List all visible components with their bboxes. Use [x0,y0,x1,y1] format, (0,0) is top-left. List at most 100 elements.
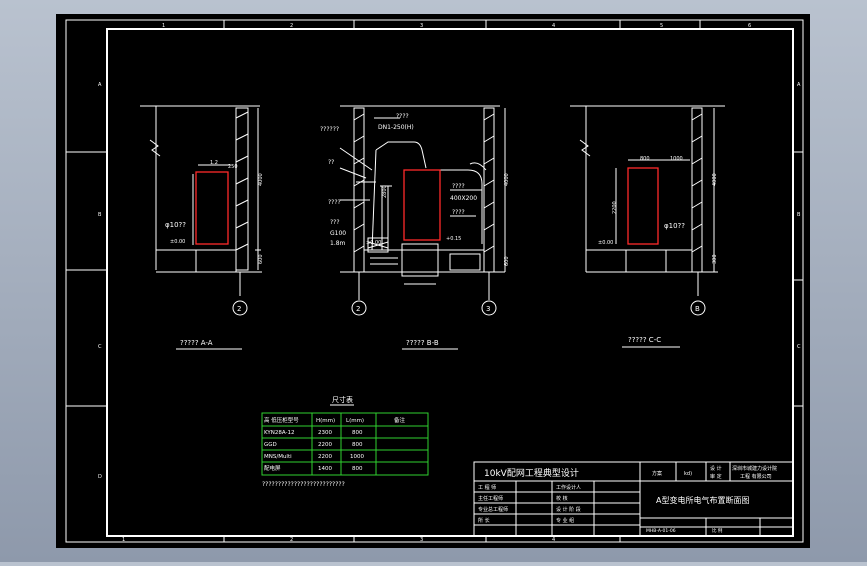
size-table-header-note: 备注 [394,416,406,424]
title-block-company-2: 工程 有限公司 [740,473,772,480]
section-view-a [140,105,262,296]
size-table-row-4-l: 800 [352,466,363,472]
col-mark-4: 4 [552,23,555,29]
axis-label-c: B [695,305,700,313]
size-table-header-model: 高 低压柜型号 [264,416,299,424]
note-b-11: ±0.00 [366,240,381,246]
size-table-row-3-h: 2200 [318,454,332,460]
size-table-row-2-model: GGD [264,442,277,448]
note-b-1: ?????? [320,126,339,133]
title-block-left-3: 专业总工程师 [478,506,508,513]
row-mark-c: C [98,344,102,350]
caption-view-a: ????? A-A [180,339,213,347]
title-block-mid-3: 设 计 阶 段 [556,506,581,513]
dim-c-height: 2200 [612,201,618,214]
axis-bubble-b-right [481,300,497,316]
size-table-grid [261,412,429,476]
title-block-code: kd) [684,471,692,477]
dim-c-side: 1000 [670,156,683,162]
caption-view-c: ????? C-C [628,336,661,344]
size-table-row-4-model: 配电屏 [264,464,281,472]
dim-c-width: 800 [640,156,650,162]
col-mark-4-bottom: 4 [552,537,555,543]
dim-c-right-height: 4000 [712,173,718,186]
note-b-size: 400X200 [450,195,477,202]
note-b-10: ???? [452,209,465,216]
section-view-b [339,105,506,300]
title-block-ratio: 比 例 [712,527,723,534]
axis-label-a: 2 [237,305,241,313]
size-table-row-4-h: 1400 [318,466,332,472]
row-mark-c-right: C [797,344,801,350]
note-c-bolt: φ10?? [664,222,685,230]
title-block-mid-4: 专 业 组 [556,517,574,524]
outer-frame [65,19,804,543]
col-mark-2: 2 [290,23,293,29]
size-table-row-1-l: 800 [352,430,363,436]
dim-b-base: 600 [504,256,510,266]
drawing-sheet [56,14,810,548]
note-b-4: ?? [328,159,334,166]
col-mark-1-bottom: 1 [122,537,125,543]
size-table-row-3-model: MNS/Multi [264,454,292,460]
size-table-row-1-h: 2300 [318,430,332,436]
note-a-bolt: φ10?? [165,221,186,229]
title-block-company-1: 深圳市城建力设计院 [732,465,777,472]
cabinet-b [403,169,441,241]
note-b-2: ???? [396,113,409,120]
title-block-mid-2: 校 核 [556,495,568,502]
title-block-left-2: 主任工程师 [478,495,503,502]
dim-a-height: 4000 [258,173,264,186]
note-b-7: G100 [330,230,346,237]
title-block-drawing-title: A型变电所电气布置断面图 [656,495,749,505]
note-b-6: ??? [330,219,340,226]
col-mark-6: 6 [748,23,751,29]
section-view-c [570,105,725,296]
row-mark-a: A [98,82,102,88]
title-block-drawing-no: MHB-A-01-06 [646,528,676,534]
col-mark-2-bottom: 2 [290,537,293,543]
row-mark-b-right: B [797,212,801,218]
inner-frame [106,28,794,537]
dim-a-side: 250 [228,164,238,170]
cabinet-a [195,171,229,245]
title-block-left-1: 工 程 师 [478,484,496,491]
size-table-header-h: H(mm) [316,418,335,424]
dim-b-height: 2800 [382,185,388,198]
cabinet-c [627,167,659,245]
title-block-stage: 方案 [652,470,662,477]
size-table-row-2-l: 800 [352,442,363,448]
note-b-9: ???? [452,183,465,190]
size-table-title: 尺寸表 [332,395,353,404]
row-mark-a-right: A [797,82,801,88]
col-mark-5: 5 [660,23,663,29]
size-table-row-2-h: 2200 [318,442,332,448]
row-mark-d: D [98,474,102,480]
axis-label-b-right: 3 [486,305,490,313]
note-c-level: ±0.00 [598,240,613,246]
title-block-mid-1: 工作设计人 [556,484,581,491]
title-block-left-4: 所 长 [478,517,490,524]
axis-bubble-b-left [351,300,367,316]
title-block-approve-1: 设 计 [710,465,722,472]
title-block-project: 10kV配网工程典型设计 [484,467,579,479]
note-b-3: DN1-250(H) [378,124,414,131]
dim-b-right-height: 4000 [504,173,510,186]
note-b-5: ???? [328,199,341,206]
note-a-level: ±0.00 [170,239,185,245]
axis-bubble-a [232,300,248,316]
size-table-footnote: ?????????????????????????? [262,481,345,488]
col-mark-1: 1 [162,23,165,29]
border-ticks [66,20,803,542]
axis-label-b-left: 2 [356,305,360,313]
row-mark-b: B [98,212,102,218]
axis-bubble-c [690,300,706,316]
note-b-12: +0.15 [446,236,461,242]
dim-a-width: 1.2 [210,160,218,166]
size-table-row-1-model: KYN28A-12 [264,430,295,436]
size-table-header-l: L(mm) [346,418,364,424]
title-block-grid [473,461,794,537]
col-mark-3-bottom: 3 [420,537,423,543]
